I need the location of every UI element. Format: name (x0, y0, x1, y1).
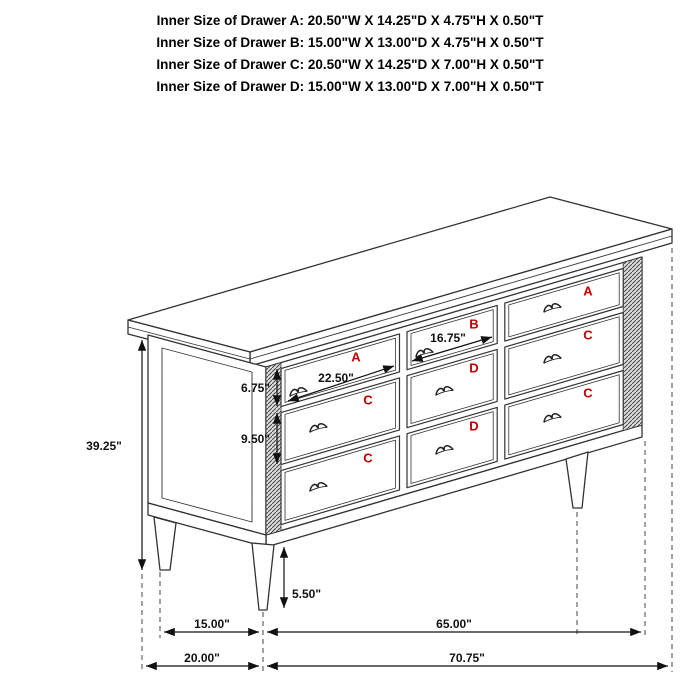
drawer-letter-mid-bottom: D (469, 418, 479, 434)
drawer-front-right-mid (504, 311, 624, 400)
drawer-letter-right-top: A (583, 283, 593, 299)
top-molding-line-left (127, 326, 251, 360)
dim-label-leg-span-depth: 15.00" (194, 617, 230, 631)
drawer-letter-right-bottom: C (583, 385, 593, 401)
dim-label-overall-height: 39.25" (86, 439, 122, 453)
drawer-letter-mid-top: B (469, 316, 479, 332)
leg-front-right (565, 451, 589, 509)
drawer-front-right-top (504, 267, 624, 342)
dresser-top-slab (127, 196, 673, 367)
drawer-letter-left-mid: C (363, 392, 373, 408)
top-molding-line (249, 235, 673, 360)
dim-label-overall-width: 70.75" (449, 651, 485, 665)
drawer-front-left-bottom (280, 435, 401, 526)
extension-lines (141, 248, 673, 672)
dim-label-row1-height: 6.75" (240, 381, 270, 395)
drawer-letter-left-bottom: C (363, 450, 373, 466)
dim-line-drawer-a-width (287, 365, 395, 402)
dim-label-row2-height: 9.50" (240, 432, 270, 446)
left-end-inner-panel (161, 347, 253, 523)
dim-label-overall-depth: 20.00" (184, 651, 220, 665)
drawer-front-right-bottom (504, 369, 624, 460)
dresser-legs (153, 451, 589, 611)
drawer-letter-right-mid: C (583, 327, 593, 343)
drawer-size-header: Inner Size of Drawer A: 20.50"W X 14.25"… (0, 10, 700, 98)
dim-label-drawer-b-width: 16.75" (430, 331, 466, 345)
dim-label-leg-height: 5.50" (292, 587, 322, 601)
dim-label-case-width: 65.00" (436, 617, 472, 631)
drawer-letter-mid-mid: D (469, 360, 479, 376)
leg-front-left (251, 542, 275, 611)
drawer-b-size-line: Inner Size of Drawer B: 15.00"W X 13.00"… (156, 35, 544, 50)
drawer-c-size-line: Inner Size of Drawer C: 20.50"W X 14.25"… (156, 57, 544, 72)
leg-back-left (153, 516, 177, 571)
drawer-letter-left-top: A (351, 349, 361, 365)
drawer-a-size-line: Inner Size of Drawer A: 20.50"W X 14.25"… (156, 13, 544, 28)
drawer-d-size-line: Inner Size of Drawer D: 15.00"W X 13.00"… (156, 79, 544, 94)
dim-line-drawer-b-width (411, 336, 493, 362)
dimension-lines (137, 336, 668, 671)
dim-label-drawer-a-width: 22.50" (318, 371, 354, 385)
fluted-post-right (622, 256, 643, 432)
